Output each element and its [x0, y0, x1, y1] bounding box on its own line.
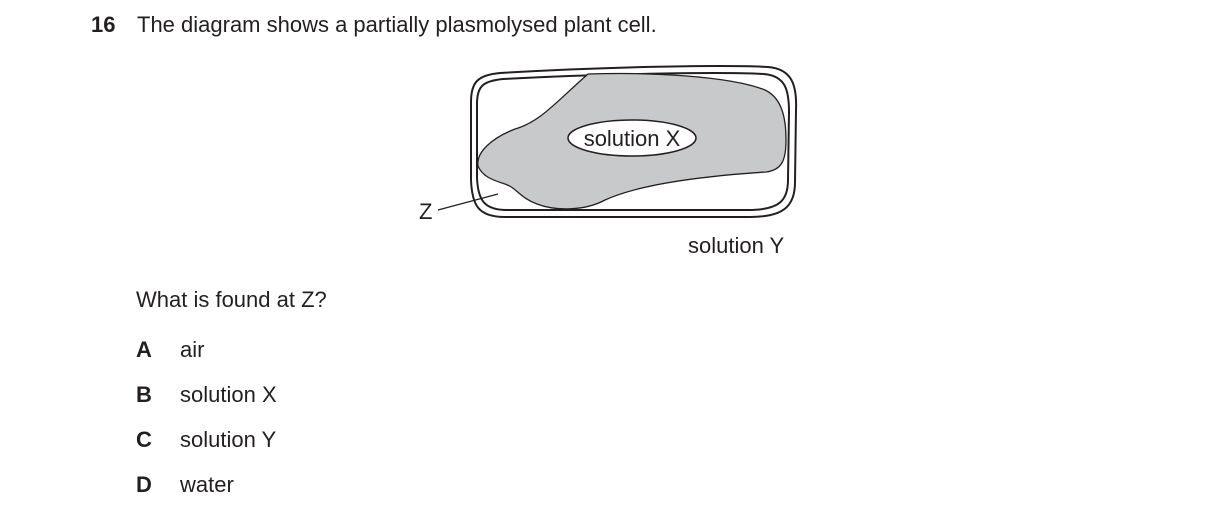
label-z: Z: [419, 199, 432, 224]
option-letter: B: [136, 382, 152, 407]
question-prompt: What is found at Z?: [136, 287, 327, 312]
option-text: solution Y: [180, 427, 277, 452]
cell-wall-inner: [476, 72, 791, 211]
question-stem: The diagram shows a partially plasmolyse…: [137, 12, 657, 37]
label-solution-x: solution X: [584, 126, 681, 151]
z-pointer-line: [437, 193, 499, 211]
vacuole: [567, 119, 697, 157]
cell-wall-outer: [470, 65, 798, 218]
label-solution-y: solution Y: [688, 233, 785, 258]
option-text: solution X: [180, 382, 277, 407]
question-number: 16: [91, 12, 116, 37]
option-letter: D: [136, 472, 152, 497]
option-text: water: [180, 472, 234, 497]
option-letter: C: [136, 427, 152, 452]
option-letter: A: [136, 337, 152, 362]
option-text: air: [180, 337, 205, 362]
